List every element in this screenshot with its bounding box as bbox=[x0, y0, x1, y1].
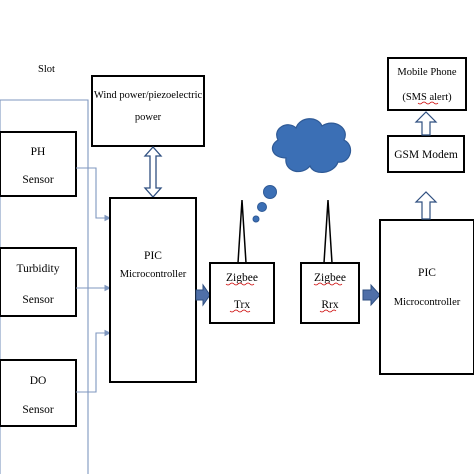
gsm-to-phone-arrow bbox=[414, 111, 438, 136]
zigbee-rx-line2: Rrx bbox=[321, 299, 339, 311]
pic-left-box: PIC Microcontroller bbox=[109, 197, 197, 383]
pic-right-box: PIC Microcontroller bbox=[379, 219, 474, 375]
sensor-frame-lines bbox=[0, 99, 89, 474]
pic-right-line1: PIC bbox=[418, 267, 436, 279]
power-box: Wind power/piezoelectric power bbox=[91, 75, 205, 147]
power-pic-double-arrow bbox=[143, 146, 163, 198]
slot-label: Slot bbox=[38, 64, 55, 75]
sensor-connectors bbox=[76, 167, 112, 393]
turbidity-sensor-sub: Sensor bbox=[22, 294, 53, 306]
wireless-cloud-icon bbox=[252, 118, 352, 223]
pic-to-zigbee-tx-arrow bbox=[195, 283, 211, 307]
zigbee-tx-line2: Trx bbox=[234, 299, 250, 311]
turbidity-sensor-title: Turbidity bbox=[16, 263, 59, 275]
zigbee-rx-box: Zigbee Rrx bbox=[300, 262, 360, 324]
gsm-modem-box: GSM Modem bbox=[387, 135, 465, 173]
turbidity-sensor-box: Turbidity Sensor bbox=[0, 247, 77, 317]
phone-line2: (SMS alert) bbox=[402, 92, 452, 103]
zigbee-tx-antenna bbox=[237, 199, 247, 264]
zigbee-rx-line1: Zigbee bbox=[314, 272, 346, 284]
zigbee-tx-box: Zigbee Trx bbox=[209, 262, 275, 324]
zigbee-rx-to-pic-arrow bbox=[362, 283, 381, 307]
mobile-phone-box: Mobile Phone (SMS alert) bbox=[387, 57, 467, 111]
ph-sensor-box: PH Sensor bbox=[0, 131, 77, 197]
do-sensor-title: DO bbox=[30, 375, 47, 387]
ph-sensor-sub: Sensor bbox=[22, 174, 53, 186]
ph-sensor-title: PH bbox=[31, 146, 46, 158]
pic-to-gsm-arrow bbox=[414, 191, 438, 220]
phone-line1: Mobile Phone bbox=[397, 67, 457, 78]
do-sensor-box: DO Sensor bbox=[0, 359, 77, 427]
pic-right-line2: Microcontroller bbox=[394, 297, 461, 308]
power-line2: power bbox=[135, 112, 162, 123]
power-line1: Wind power/piezoelectric bbox=[94, 90, 203, 101]
gsm-label: GSM Modem bbox=[394, 149, 458, 161]
zigbee-rx-antenna bbox=[323, 199, 333, 264]
do-sensor-sub: Sensor bbox=[22, 404, 53, 416]
pic-left-line2: Microcontroller bbox=[120, 269, 187, 280]
pic-left-line1: PIC bbox=[144, 250, 162, 262]
zigbee-tx-line1: Zigbee bbox=[226, 272, 258, 284]
